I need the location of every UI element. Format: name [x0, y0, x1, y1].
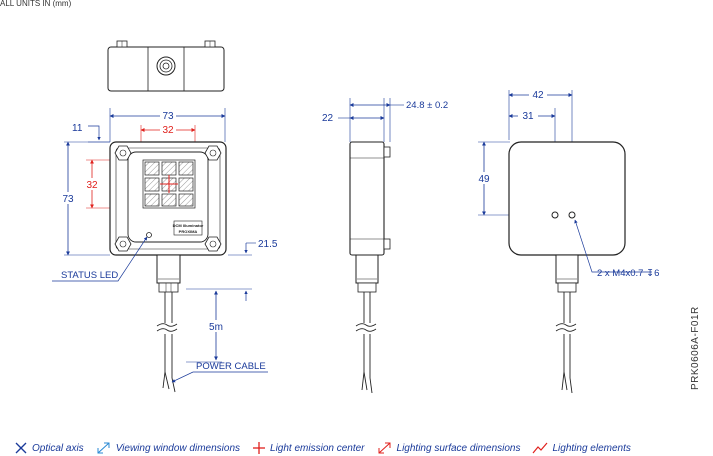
status-led-label: STATUS LED: [61, 270, 118, 281]
side-view: 24.8 ± 0.2 22: [322, 98, 448, 394]
dim-width: 73: [162, 111, 174, 122]
device-label-line2: PROXIMA: [179, 229, 198, 234]
dim-hole-x1: 31: [522, 111, 534, 122]
mounting-hole: [568, 211, 576, 219]
legend-item-light-center: Light emission center: [252, 441, 365, 455]
dim-window-width: 32: [162, 125, 174, 136]
dim-window-height: 32: [86, 180, 98, 191]
legend: Optical axis Viewing window dimensions L…: [14, 440, 631, 456]
dim-hole-y: 49: [478, 174, 490, 185]
units-note: ALL UNITS IN (mm): [0, 0, 72, 8]
legend-label: Lighting elements: [552, 442, 631, 454]
dim-depth-total: 24.8 ± 0.2: [406, 100, 448, 111]
part-number: PRK0606A-F01R: [690, 306, 701, 390]
hole-callout: 2 x M4x0.7 ↧6: [597, 268, 659, 279]
dim-depth: 22: [322, 113, 334, 124]
dim-stem: 21.5: [258, 239, 278, 250]
mounting-hole: [551, 211, 559, 219]
legend-item-optical-axis: Optical axis: [14, 441, 84, 455]
viewing-window-icon: [97, 442, 110, 454]
dim-height: 73: [62, 194, 74, 205]
power-cable-label: POWER CABLE: [196, 361, 266, 372]
device-label-line1: DCM Illuminator: [173, 223, 204, 228]
legend-item-lighting-elements: Lighting elements: [532, 441, 631, 455]
dim-hole-x2: 42: [532, 90, 544, 101]
status-led: [146, 232, 152, 238]
legend-label: Optical axis: [32, 442, 84, 454]
legend-item-viewing-window: Viewing window dimensions: [96, 441, 240, 455]
legend-label: Light emission center: [270, 442, 365, 454]
lighting-elements-icon: [533, 442, 548, 454]
light-emission-center-marker: [160, 175, 178, 193]
legend-label: Viewing window dimensions: [115, 442, 241, 454]
legend-label: Lighting surface dimensions: [396, 442, 521, 454]
dim-left-offset: 11: [72, 123, 83, 134]
top-view: [107, 40, 225, 92]
dim-cable: 5m: [209, 322, 223, 333]
legend-item-lighting-surface: Lighting surface dimensions: [377, 441, 521, 455]
light-center-icon: [253, 442, 266, 454]
optical-axis-icon: [15, 442, 27, 454]
lighting-surface-icon: [378, 442, 391, 454]
front-view: 73 32 11 73 32: [52, 108, 278, 393]
back-view: 42 31 49 2 x M4x0.7 ↧6: [474, 88, 659, 394]
led-array: [142, 159, 196, 209]
